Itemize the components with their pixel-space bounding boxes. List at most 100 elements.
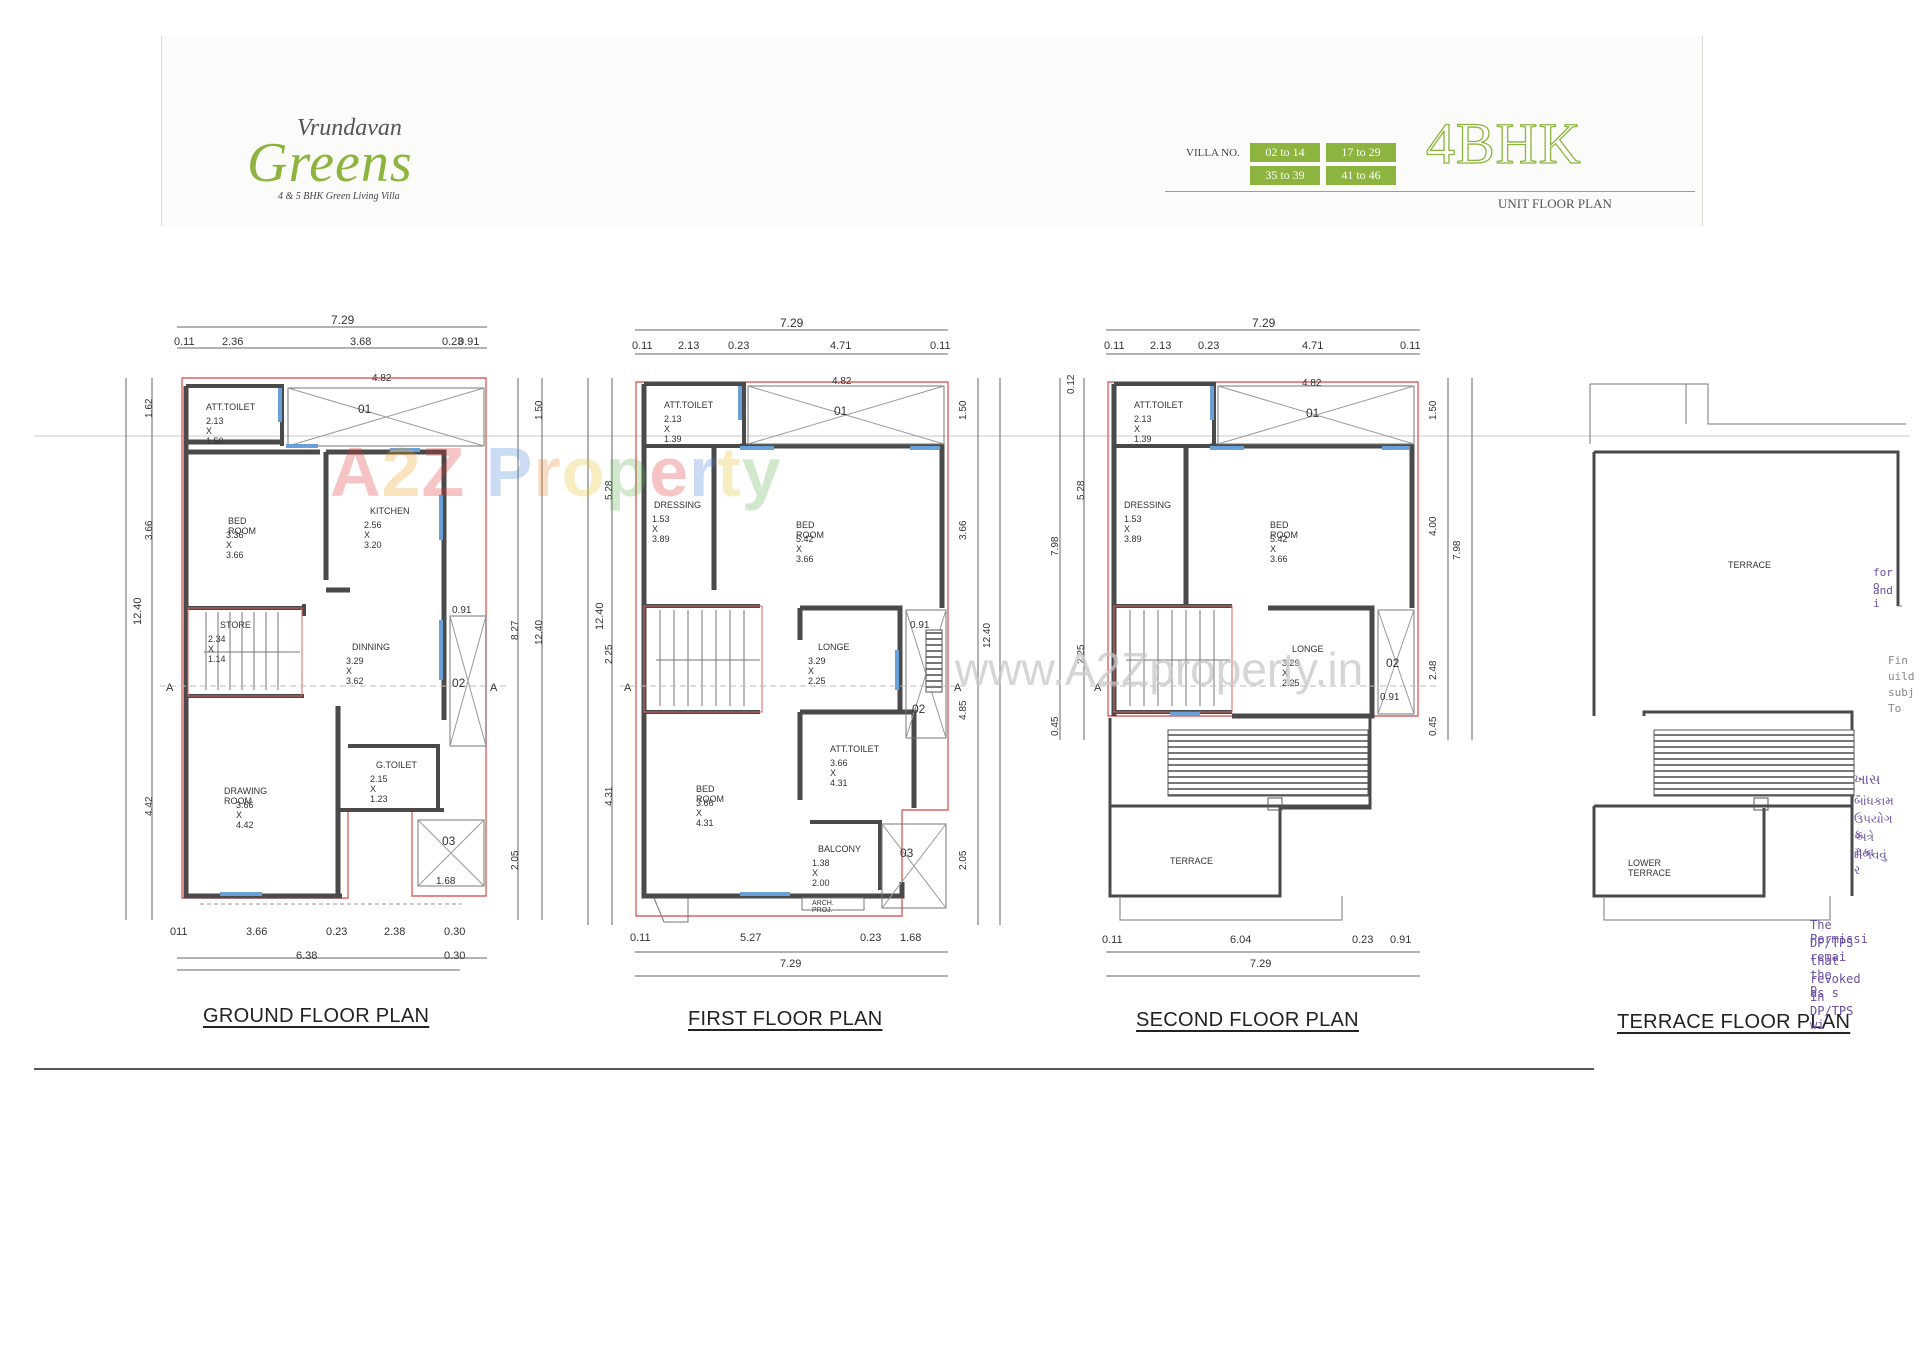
dim-label: 0.45 xyxy=(1050,716,1061,736)
dim-label: 3.66 xyxy=(958,520,969,540)
dim-label: 4.42 xyxy=(144,796,155,816)
watermark-letter: A xyxy=(330,433,382,511)
room-name: BALCONY xyxy=(818,844,862,854)
dim-label: 4.85 xyxy=(958,700,969,720)
note-line: મેળવવું ર xyxy=(1854,848,1887,877)
room-size: 3.66 X 4.31 xyxy=(696,798,714,828)
dim-label: 4.82 xyxy=(1302,378,1322,389)
room-size: 3.29 X 2.25 xyxy=(808,656,826,686)
header-rule xyxy=(1165,191,1695,192)
section-tag: A xyxy=(166,682,174,694)
brand-watermark: A2Z Property xyxy=(330,432,782,512)
section-tag: A xyxy=(1094,682,1102,694)
dim-label: 1.62 xyxy=(144,398,155,418)
room-name: KITCHEN xyxy=(370,506,410,516)
room-size: 2.13 X 1.50 xyxy=(206,416,224,446)
note-line: ઉપયોગ ક xyxy=(1854,812,1893,841)
dim-total-height: 12.40 xyxy=(594,602,606,630)
dim-label: 2.05 xyxy=(958,850,969,870)
second-floor-plan xyxy=(1059,329,1473,977)
dim-label: 0.45 xyxy=(1428,716,1439,736)
dim-label: 0.11 xyxy=(1400,340,1421,352)
room-name: LONGE xyxy=(1292,644,1324,654)
watermark-letter: e xyxy=(649,433,690,511)
dim-label: 0.23 xyxy=(442,336,464,348)
dim-label: 0.91 xyxy=(1390,934,1412,946)
villa-range-badge: 41 to 46 xyxy=(1326,166,1396,185)
dim-label: 0.91 xyxy=(910,620,930,631)
dim-label: 2.13 xyxy=(1150,340,1172,352)
dim-total-width: 7.29 xyxy=(780,958,802,970)
villa-range-badge: 02 to 14 xyxy=(1250,143,1320,162)
note-line: અત્રે મકા xyxy=(1854,830,1875,859)
dim-label: 2.48 xyxy=(1428,660,1439,680)
dim-total-height: 12.40 xyxy=(534,619,545,645)
dim-label: 0.23 xyxy=(1352,934,1374,946)
room-size: 3.66 X 4.42 xyxy=(236,800,254,830)
room-size: 1.53 X 3.89 xyxy=(652,514,670,544)
unit-type-subtitle: UNIT FLOOR PLAN xyxy=(1498,196,1612,211)
note-line: બાંધકામ xyxy=(1854,794,1894,808)
room-name: LONGE xyxy=(818,642,850,652)
dim-total-width: 7.29 xyxy=(1250,958,1272,970)
watermark-letter: o xyxy=(561,433,606,511)
shaft-tag: 02 xyxy=(912,702,926,716)
dim-label: 7.98 xyxy=(1050,536,1061,556)
note-line: in DP/TPS wi xyxy=(1810,990,1854,1032)
room-name: ATT.TOILET xyxy=(206,402,256,412)
room-name: BED ROOM xyxy=(228,516,256,536)
section-tag: A xyxy=(954,682,962,694)
dim-label: 1.68 xyxy=(436,876,456,887)
dim-label: 5.27 xyxy=(740,932,762,944)
dim-label: 0.11 xyxy=(174,336,195,348)
room-name: TERRACE xyxy=(1728,560,1772,570)
dim-label: 0.11 xyxy=(632,340,653,352)
note-line: To xyxy=(1888,702,1902,715)
ground-floor-plan xyxy=(125,326,543,971)
room-size: 3.29 X 2.25 xyxy=(1282,658,1300,688)
note-line: uild xyxy=(1888,670,1915,683)
watermark-letter xyxy=(465,433,485,511)
dim-label: 3.68 xyxy=(350,336,372,348)
dim-label: 6.38 xyxy=(296,950,318,962)
bottom-rule xyxy=(34,1068,1594,1070)
dim-label: 7.98 xyxy=(1452,540,1463,560)
void-tag: 01 xyxy=(834,404,848,418)
unit-type-title: 4BHK xyxy=(1425,110,1582,176)
watermark-letter: Z xyxy=(421,433,466,511)
watermark-letter: y xyxy=(741,433,782,511)
dim-label: 0.11 xyxy=(930,340,951,352)
dim-label: 6.04 xyxy=(1230,934,1252,946)
first-floor-plan xyxy=(587,329,1001,977)
room-name: TERRACE xyxy=(1170,856,1214,866)
room-name: BED ROOM xyxy=(796,520,824,540)
room-size: 1.53 X 3.89 xyxy=(1124,514,1142,544)
section-tag: A xyxy=(624,682,632,694)
dim-label: 4.82 xyxy=(832,376,852,387)
room-name: DRESSING xyxy=(1124,500,1172,510)
note-line: subj xyxy=(1888,686,1915,699)
villa-no-label: VILLA NO. xyxy=(1186,147,1240,159)
dim-label: 0.23 xyxy=(860,932,882,944)
note-line: Fin xyxy=(1888,654,1908,667)
second-floor-caption: SECOND FLOOR PLAN xyxy=(1136,1009,1359,1031)
brand-logo: Vrundavan Greens 4 & 5 BHK Green Living … xyxy=(245,115,445,205)
dim-total-width: 7.29 xyxy=(1252,316,1276,330)
shaft-tag: 02 xyxy=(452,676,466,690)
note-line: for o xyxy=(1873,566,1893,592)
room-size: 5.42 X 3.66 xyxy=(796,534,814,564)
dim-total-height: 12.40 xyxy=(132,597,144,625)
dim-label: 0.11 xyxy=(1102,934,1123,946)
room-name: ATT.TOILET xyxy=(1134,400,1184,410)
dim-label: 0.12 xyxy=(1066,374,1077,394)
first-floor-caption: FIRST FLOOR PLAN xyxy=(688,1008,883,1030)
watermark-letter: 2 xyxy=(381,433,422,511)
watermark-letter: t xyxy=(717,433,742,511)
room-name: LOWER TERRACE xyxy=(1628,858,1672,878)
villa-range-badge: 17 to 29 xyxy=(1326,143,1396,162)
dim-label: 4.00 xyxy=(1428,516,1439,536)
room-name: ATT.TOILET xyxy=(664,400,714,410)
note-line: The Permissi xyxy=(1810,918,1868,946)
room-name: DRESSING xyxy=(654,500,702,510)
dim-label: 8.27 xyxy=(510,620,521,640)
